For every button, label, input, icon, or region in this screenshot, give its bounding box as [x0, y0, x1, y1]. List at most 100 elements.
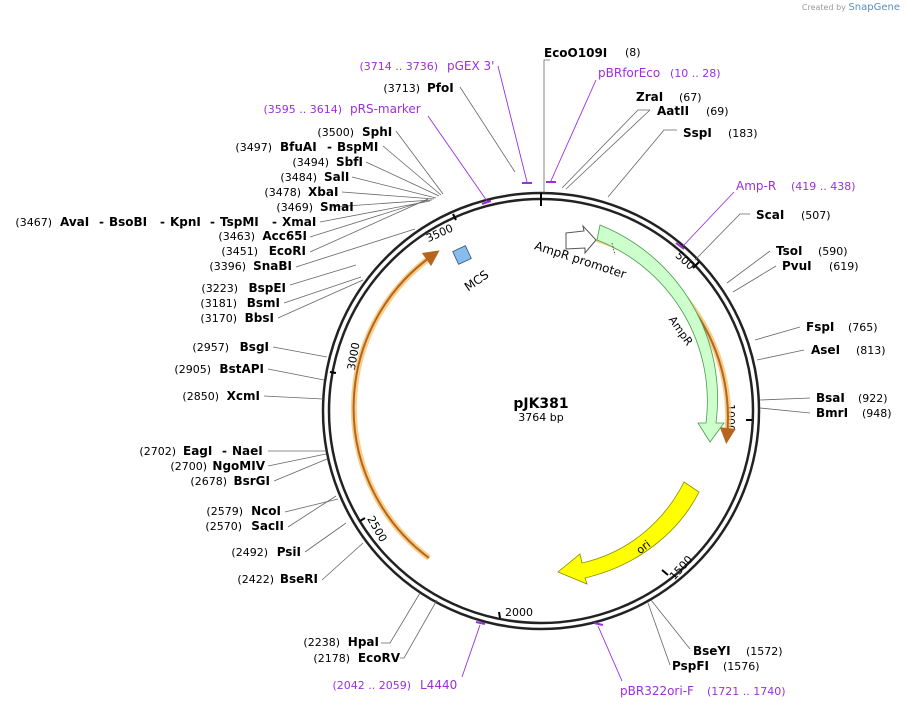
sep-kpni-tspmi: -: [210, 215, 215, 229]
site-ecoo109i-pos: (8): [625, 46, 641, 59]
site-zrai: ZraI: [636, 90, 663, 104]
site-pvui-pos: (619): [829, 260, 859, 273]
site-sali: SalI: [324, 170, 349, 184]
site-ncoi: NcoI: [251, 504, 281, 518]
site-ecori: EcoRI: [269, 244, 306, 258]
site-sbfi-pos: (3494): [292, 156, 329, 169]
site-psii-pos: (2492): [231, 546, 268, 559]
primer-pbrforeco: pBRforEco: [598, 66, 660, 80]
sep-avai-bsobi: -: [99, 215, 104, 229]
site-ecorv: EcoRV: [358, 651, 401, 665]
site-sphi-pos: (3500): [317, 126, 354, 139]
primer-prs-marker-range: (3595 .. 3614): [263, 103, 342, 116]
site-pfoi: PfoI: [427, 81, 454, 95]
primer-amp-r-range: (419 .. 438): [791, 180, 856, 193]
site-bseyi: BseYI: [693, 644, 731, 658]
site-smai: SmaI: [320, 200, 354, 214]
site-bspei-pos: (3223): [201, 282, 238, 295]
credit-prefix: Created by: [801, 3, 846, 12]
site-xbai-pos: (3478): [264, 186, 301, 199]
site-xmai: XmaI: [282, 215, 316, 229]
site-ngomiv: NgoMIV: [212, 459, 265, 473]
site-zrai-pos: (67): [679, 91, 702, 104]
site-ecorv-pos: (2178): [313, 652, 350, 665]
sep-bfuai-bspmi: -: [327, 140, 332, 154]
orf-left: [350, 250, 440, 561]
snapgene-credit: Created by SnapGene: [802, 2, 900, 13]
mcs-label: MCS: [462, 268, 492, 295]
site-smai-pos: (3469): [276, 201, 313, 214]
site-kpni: KpnI: [170, 215, 201, 229]
primer-pgex3: pGEX 3': [447, 59, 494, 73]
site-scai: ScaI: [756, 208, 784, 222]
site-sspi: SspI: [683, 126, 712, 140]
plasmid-name: pJK381: [513, 396, 568, 412]
site-pspfi: PspFI: [672, 659, 709, 673]
site-bsobi: BsoBI: [109, 215, 147, 229]
site-avai-pos: (3467): [15, 216, 52, 229]
site-ecoo109i: EcoO109I: [544, 46, 607, 60]
site-bsai: BsaI: [816, 391, 845, 405]
site-pspfi-pos: (1576): [723, 660, 760, 673]
site-eagi-pos: (2702): [139, 445, 176, 458]
primer-amp-r: Amp-R: [736, 179, 776, 193]
site-eagi: EagI: [183, 444, 212, 458]
sep-eagi-naei: -: [222, 444, 227, 458]
site-sali-pos: (3484): [280, 171, 317, 184]
site-acc65i-pos: (3463): [218, 230, 255, 243]
site-bfuai-pos: (3497): [235, 141, 272, 154]
site-sacii: SacII: [251, 519, 284, 533]
sep-tspmi-xmai: -: [272, 215, 277, 229]
site-bfuai: BfuAI: [280, 140, 317, 154]
site-bsai-pos: (922): [858, 392, 888, 405]
primer-pbr322ori-f-range: (1721 .. 1740): [707, 685, 786, 698]
tick-500: 500: [673, 249, 697, 273]
site-snabi-pos: (3396): [209, 260, 246, 273]
primer-pbr322ori-f: pBR322ori-F: [620, 684, 694, 698]
site-fspi-pos: (765): [848, 321, 878, 334]
site-leaders: [263, 59, 811, 666]
site-bmri: BmrI: [816, 406, 848, 420]
primer-prs-marker: pRS-marker: [350, 102, 421, 116]
site-xbai: XbaI: [308, 185, 338, 199]
site-sbfi: SbfI: [336, 155, 363, 169]
site-bseri: BseRI: [280, 572, 318, 586]
site-bsmi-pos: (3181): [200, 297, 237, 310]
primer-l4440-range: (2042 .. 2059): [332, 679, 411, 692]
site-tsoi: TsoI: [776, 244, 802, 258]
site-ncoi-pos: (2579): [206, 505, 243, 518]
site-asei-pos: (813): [856, 344, 886, 357]
site-psii: PsiI: [277, 545, 301, 559]
primer-l4440: L4440: [420, 678, 457, 692]
site-bspei: BspEI: [248, 281, 286, 295]
site-bsgi: BsgI: [240, 340, 269, 354]
site-scai-pos: (507): [801, 209, 831, 222]
sep-bsobi-kpni: -: [160, 215, 165, 229]
ampr-feature-arrow: [596, 224, 725, 443]
site-bbsi-pos: (3170): [200, 312, 237, 325]
tick-marks: [329, 213, 752, 619]
site-bstapi: BstAPI: [219, 362, 264, 376]
site-sphi: SphI: [362, 125, 392, 139]
site-sspi-pos: (183): [728, 127, 758, 140]
site-avai: AvaI: [60, 215, 89, 229]
site-snabi: SnaBI: [253, 259, 292, 273]
tick-2000: 2000: [505, 606, 533, 619]
site-bsmi: BsmI: [247, 296, 280, 310]
mcs-box: [452, 245, 472, 265]
site-sacii-pos: (2570): [205, 520, 242, 533]
ori-feature-arrow: [557, 481, 700, 585]
site-bseyi-pos: (1572): [746, 645, 783, 658]
ampr-promoter-arrow: [565, 224, 597, 255]
site-asei: AseI: [811, 343, 840, 357]
site-bstapi-pos: (2905): [174, 363, 211, 376]
site-aatii: AatII: [657, 104, 689, 118]
site-bmri-pos: (948): [862, 407, 892, 420]
site-xcmi: XcmI: [227, 389, 260, 403]
site-tsoi-pos: (590): [818, 245, 848, 258]
site-bbsi: BbsI: [245, 311, 274, 325]
site-tspmi: TspMI: [220, 215, 259, 229]
primer-pgex3-range: (3714 .. 3736): [359, 60, 438, 73]
site-hpai: HpaI: [348, 635, 379, 649]
